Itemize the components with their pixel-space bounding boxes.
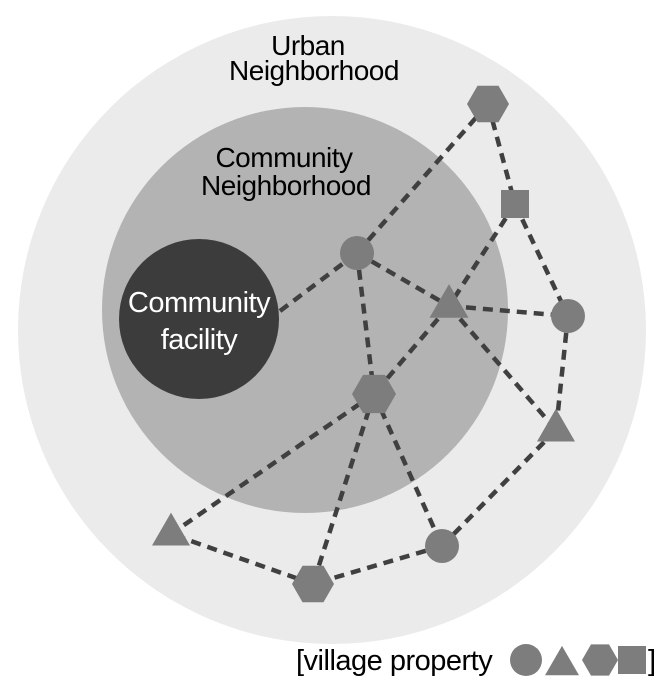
- legend-shape-swatches: [510, 644, 646, 676]
- edge-circle-bottom-hexagon-bottom: [312, 543, 443, 587]
- circle-bottom-node: [425, 529, 459, 563]
- network-nodes: [152, 85, 585, 603]
- hexagon-top-node: [467, 85, 509, 123]
- legend-prefix-text: [village property: [296, 645, 493, 677]
- edge-hexagon-bottom-triangle-left: [170, 531, 314, 587]
- triangle-left-node: [152, 512, 190, 546]
- legend-hexagon-node: [582, 644, 618, 676]
- legend-circle-node: [510, 644, 542, 676]
- edge-square-1-circle-right: [512, 203, 571, 317]
- square-1-node: [501, 190, 529, 218]
- edge-circle-1-triangle-mid: [355, 251, 451, 308]
- hexagon-mid-node: [352, 374, 396, 414]
- edge-hexagon-mid-circle-bottom: [371, 393, 445, 547]
- hexagon-bottom-node: [292, 565, 334, 603]
- community-neighborhood-circle: [102, 107, 508, 513]
- triangle-right-node: [537, 408, 575, 442]
- circle-1-node: [340, 236, 374, 270]
- edge-triangle-mid-hexagon-mid: [372, 304, 451, 396]
- urban-label-line2: Neighborhood: [229, 55, 399, 86]
- edge-triangle-mid-triangle-right: [447, 304, 558, 432]
- community-facility-circle: [119, 239, 279, 399]
- community-label-line1: Community: [215, 142, 353, 173]
- facility-label-line2: facility: [161, 324, 239, 356]
- legend-suffix-text: ]: [648, 645, 656, 677]
- facility-label-line1: Community: [128, 287, 271, 319]
- community-label-line2: Neighborhood: [201, 170, 371, 201]
- legend: [village property ]: [296, 644, 656, 677]
- circle-right-node: [551, 299, 585, 333]
- legend-triangle-node: [545, 645, 579, 676]
- edge-triangle-mid-circle-right: [448, 303, 569, 319]
- edge-square-1-triangle-mid: [447, 202, 517, 308]
- edge-hexagon-mid-triangle-left: [169, 392, 376, 536]
- edge-circle-right-triangle-right: [553, 315, 571, 431]
- urban-label-line1: Urban: [271, 30, 345, 61]
- legend-square-node: [618, 646, 646, 674]
- edge-circle-1-hexagon-mid: [354, 252, 377, 395]
- triangle-mid-node: [429, 284, 469, 318]
